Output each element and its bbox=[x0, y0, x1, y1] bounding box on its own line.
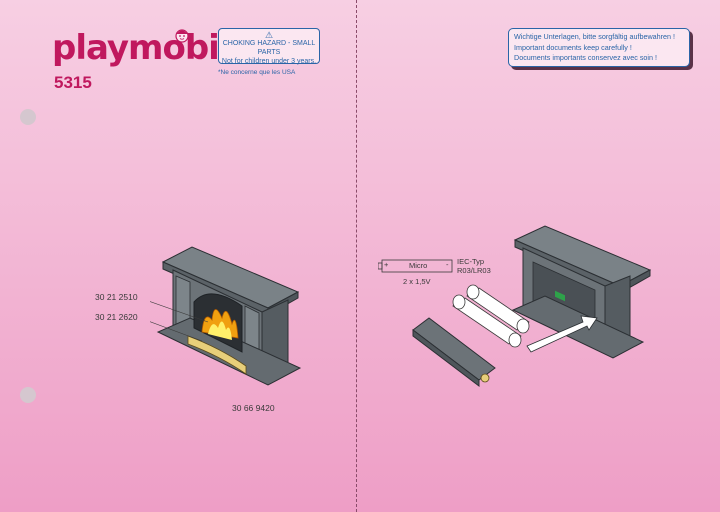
battery-count: 2 x 1,5V bbox=[403, 277, 431, 286]
documents-note-en: Important documents keep carefully ! bbox=[514, 42, 632, 52]
set-number: 5315 bbox=[54, 73, 92, 92]
battery-spec-icon bbox=[378, 259, 453, 273]
playmobil-figure-icon bbox=[175, 29, 189, 43]
battery-installation-illustration bbox=[412, 225, 652, 388]
hazard-line-1: CHOKING HAZARD - SMALL PARTS bbox=[222, 40, 316, 56]
battery-label: Micro bbox=[409, 261, 428, 270]
hazard-line-2: Not for children under 3 years. bbox=[221, 58, 317, 65]
part-number-c: 30 66 9420 bbox=[232, 403, 275, 413]
usa-note: *Ne concerne que les USA bbox=[218, 69, 296, 76]
battery-plus: + bbox=[384, 260, 389, 269]
logo-text: playmobil bbox=[52, 28, 230, 68]
fireplace-front-illustration bbox=[150, 246, 302, 386]
binder-hole-top bbox=[20, 109, 36, 125]
documents-note-box: Wichtige Unterlagen, bitte sorgfältig au… bbox=[508, 28, 690, 67]
part-number-b: 30 21 2620 bbox=[95, 312, 138, 322]
binder-hole-bottom bbox=[20, 387, 36, 403]
page-fold-line bbox=[356, 0, 357, 512]
warning-triangle-icon: ⚠ bbox=[264, 30, 274, 40]
choking-hazard-box: ⚠ CHOKING HAZARD - SMALL PARTS Not for c… bbox=[218, 28, 320, 65]
documents-note-fr: Documents importants conservez avec soin… bbox=[514, 53, 658, 62]
documents-note-de: Wichtige Unterlagen, bitte sorgfältig au… bbox=[514, 32, 676, 41]
part-number-a: 30 21 2510 bbox=[95, 292, 138, 302]
playmobil-logo: playmobil® bbox=[52, 28, 239, 68]
battery-type-line1: IEC-Typ bbox=[457, 257, 485, 266]
battery-cells bbox=[452, 284, 530, 348]
battery-minus: - bbox=[446, 260, 449, 269]
battery-type-line2: R03/LR03 bbox=[457, 266, 491, 275]
